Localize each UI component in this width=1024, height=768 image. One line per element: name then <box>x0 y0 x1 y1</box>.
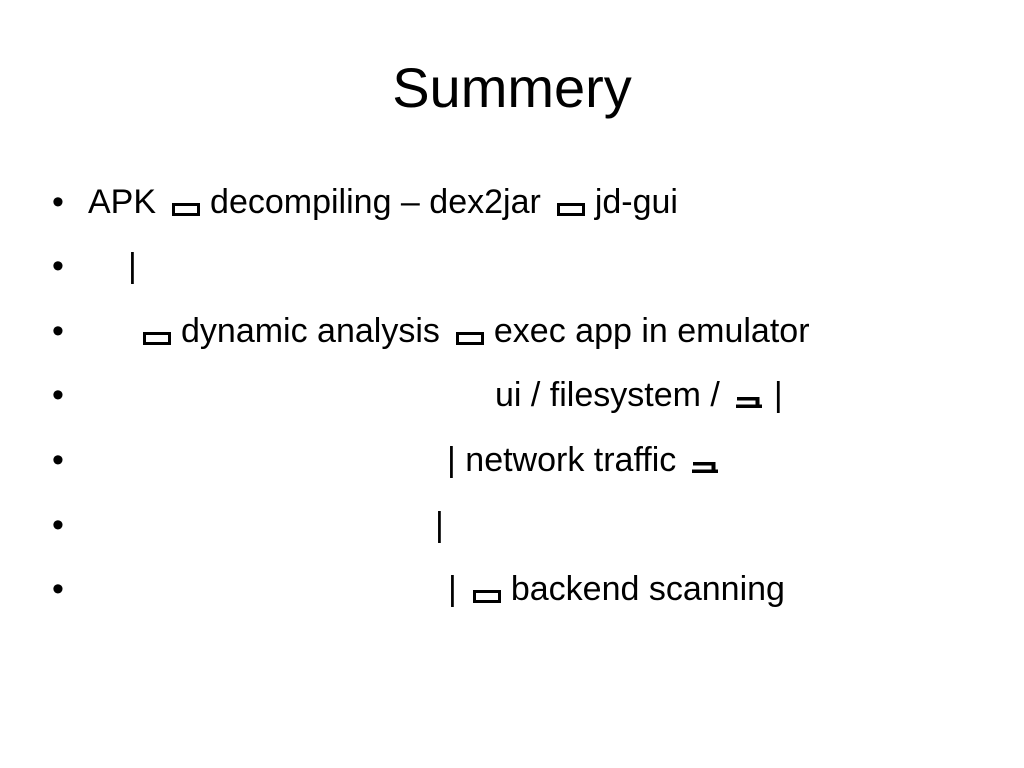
bullet-content: | <box>128 244 137 288</box>
bullet-text: exec app in emulator <box>493 311 810 350</box>
bullet-marker: • <box>52 182 64 221</box>
slide-title: Summery <box>392 56 632 119</box>
bullet-text: jd-gui <box>594 182 678 221</box>
bullet-content: ui / filesystem / | <box>495 373 783 417</box>
missing-glyph-box-icon <box>143 331 171 345</box>
bullet-marker: • <box>52 311 64 350</box>
bullet-row: • ui / filesystem / | <box>0 373 1024 419</box>
missing-glyph-box-icon <box>472 590 501 604</box>
bullet-row: •| <box>0 503 1024 549</box>
bullet-row: • dynamic analysis exec app in emulator <box>0 309 1024 355</box>
bullet-content: | backend scanning <box>448 567 785 611</box>
missing-glyph-box-icon <box>556 202 585 216</box>
bullet-row: • | network traffic <box>0 438 1024 484</box>
bullet-text: | <box>128 247 137 286</box>
missing-glyph-box-icon <box>455 331 484 345</box>
bullet-marker: • <box>52 247 64 286</box>
bullet-content: dynamic analysis exec app in emulator <box>143 309 810 353</box>
bullet-row: • | backend scanning <box>0 567 1024 613</box>
missing-glyph-bars-icon <box>735 396 764 409</box>
bullet-content: APK decompiling – dex2jar jd-gui <box>88 180 678 224</box>
bullet-text: decompiling – dex2jar <box>210 182 541 221</box>
bullet-content: | network traffic <box>447 438 730 482</box>
bullet-row: •| <box>0 244 1024 290</box>
bullet-marker: • <box>52 570 64 609</box>
bullet-text: | <box>448 570 457 609</box>
bullet-text: | <box>773 376 783 415</box>
missing-glyph-bars-icon <box>692 461 720 474</box>
bullet-text: | <box>435 505 444 544</box>
bullet-marker: • <box>52 376 64 415</box>
bullet-text: backend scanning <box>510 570 785 609</box>
missing-glyph-box-icon <box>172 202 201 216</box>
bullet-text: APK <box>88 182 157 221</box>
bullet-text: dynamic analysis <box>181 311 440 350</box>
bullet-text: ui / filesystem / <box>495 376 720 415</box>
bullet-row: • APK decompiling – dex2jar jd-gui <box>0 180 1024 226</box>
bullet-text: | network traffic <box>447 440 677 479</box>
bullet-marker: • <box>52 440 64 479</box>
bullet-marker: • <box>52 505 64 544</box>
bullet-content: | <box>435 503 444 547</box>
